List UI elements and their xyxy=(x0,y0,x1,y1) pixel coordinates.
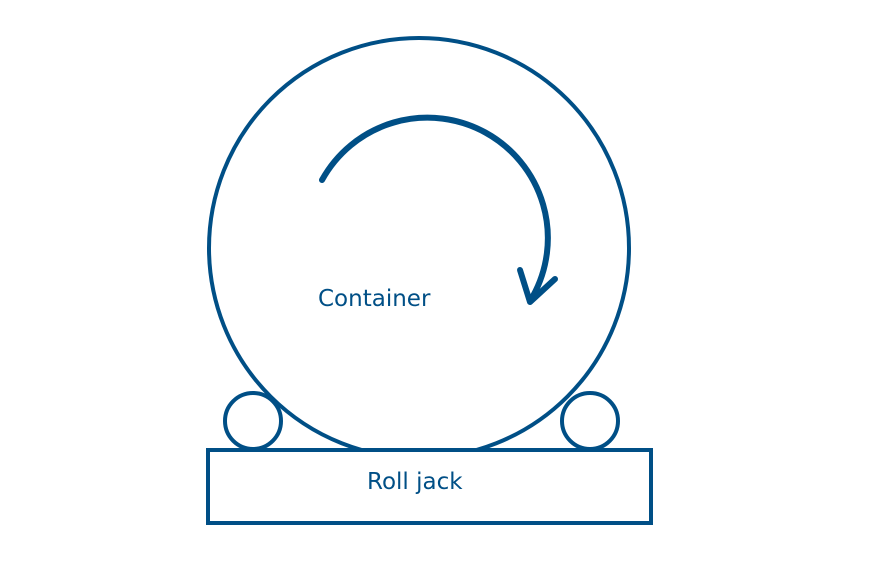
roll-jack-base xyxy=(206,448,653,525)
roll-jack-label: Roll jack xyxy=(367,469,463,495)
container-circle xyxy=(207,36,631,460)
rotation-arrowhead-icon xyxy=(517,267,558,305)
rotation-arrow-arc xyxy=(319,114,551,299)
right-roller xyxy=(560,391,620,451)
left-roller xyxy=(223,391,283,451)
container-label: Container xyxy=(318,286,431,312)
